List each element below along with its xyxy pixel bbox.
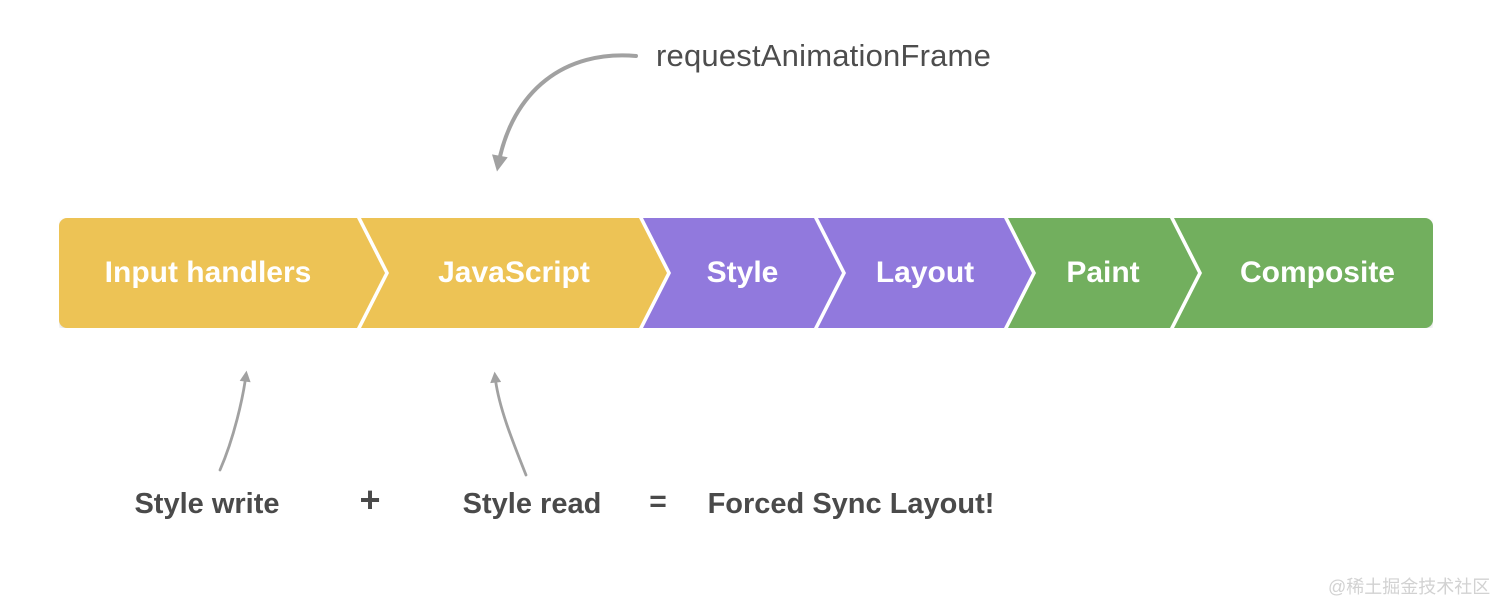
stage-input-handlers: Input handlers: [59, 218, 385, 328]
watermark: @稀土掘金技术社区: [1328, 577, 1491, 597]
stage-javascript-label: JavaScript: [438, 256, 590, 289]
stage-style-label: Style: [706, 256, 779, 289]
style-write-arrow: [218, 370, 251, 472]
stage-composite: Composite: [1174, 218, 1433, 328]
style-read-arrow: [490, 371, 528, 477]
stage-layout-label: Layout: [875, 256, 975, 289]
style-read-label: Style read: [462, 488, 602, 520]
pipeline-bar: Input handlers JavaScript Style Layout P…: [59, 218, 1433, 328]
stage-paint-label: Paint: [1066, 256, 1140, 289]
raf-label: requestAnimationFrame: [656, 38, 992, 73]
forced-sync-layout-label: Forced Sync Layout!: [707, 488, 995, 520]
stage-layout: Layout: [818, 218, 1032, 328]
stage-input-handlers-label: Input handlers: [104, 256, 312, 289]
style-write-label: Style write: [134, 488, 280, 520]
stage-paint: Paint: [1008, 218, 1198, 328]
stage-composite-label: Composite: [1239, 256, 1395, 289]
stage-style: Style: [643, 218, 842, 328]
stage-javascript: JavaScript: [361, 218, 667, 328]
raf-curved-arrow: [492, 53, 638, 172]
plus-sign: +: [359, 479, 381, 520]
equals-sign: =: [649, 485, 667, 518]
